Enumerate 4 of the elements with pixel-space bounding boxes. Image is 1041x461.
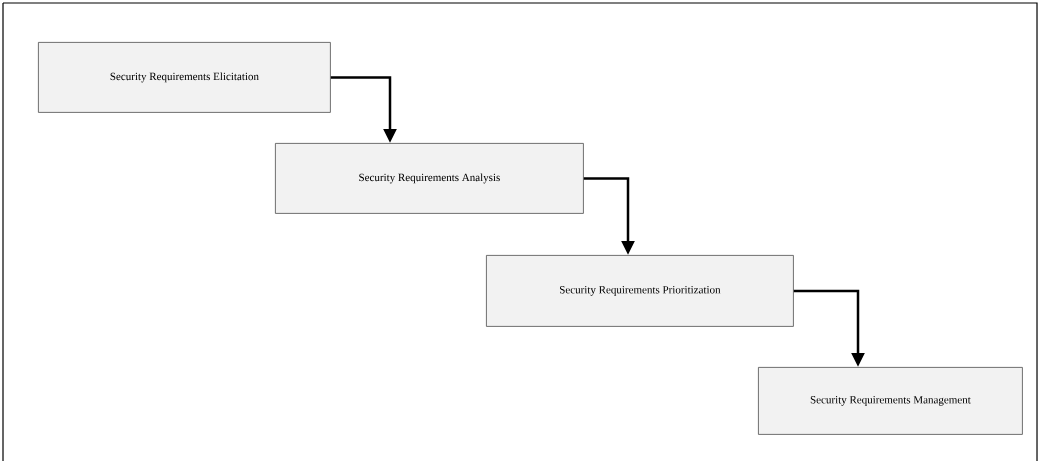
process-box: Security Requirements Elicitation: [38, 42, 331, 113]
process-box: Security Requirements Prioritization: [486, 255, 794, 327]
process-box: Security Requirements Analysis: [275, 143, 584, 214]
process-box: Security Requirements Management: [758, 367, 1023, 435]
